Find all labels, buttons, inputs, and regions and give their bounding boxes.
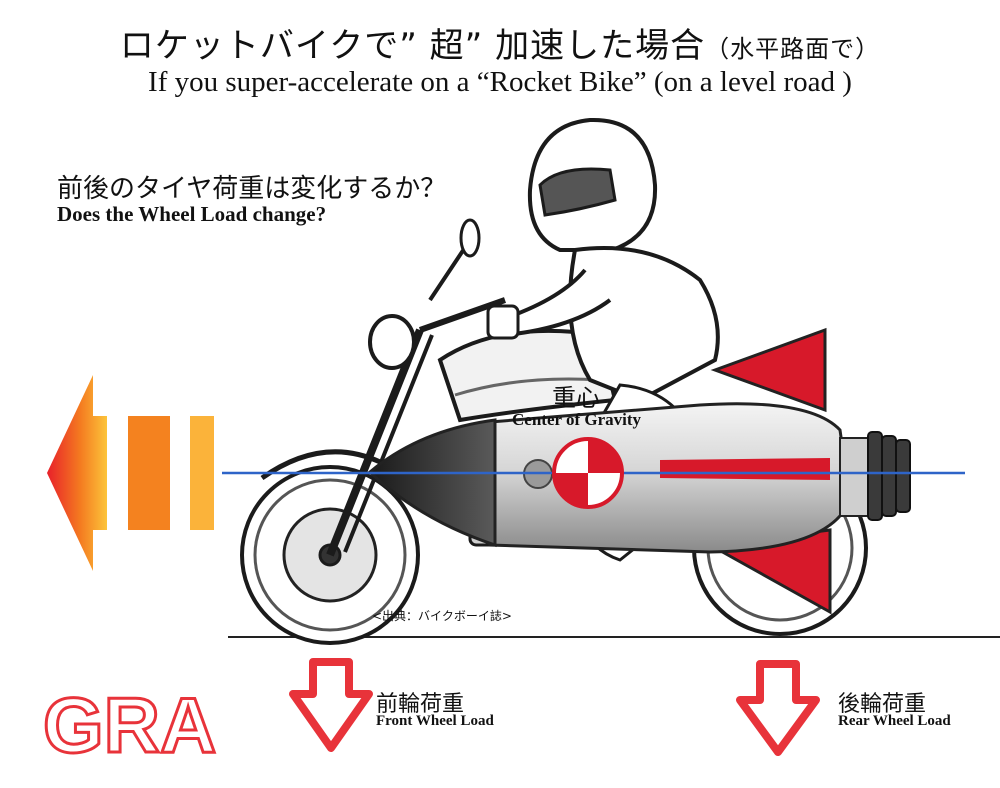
cog-label-english: Center of Gravity: [512, 410, 642, 429]
rocket-nose: [367, 418, 497, 548]
rocket-top-fin: [710, 327, 827, 413]
rear-load-label-english: Rear Wheel Load: [838, 713, 951, 729]
source-credit: <出典：バイクボーイ誌>: [372, 609, 512, 623]
rear-load-arrow: [736, 660, 820, 756]
cog-label-japanese: 重心: [552, 384, 600, 412]
acceleration-arrow-head: [47, 375, 107, 571]
speed-bar-1: [128, 416, 170, 530]
title-english: If you super-accelerate on a “Rocket Bik…: [148, 66, 852, 98]
gra-logo: GRA: [42, 680, 218, 771]
gra-logo-text: GRA: [43, 681, 216, 769]
rocket-stripe: [660, 458, 830, 480]
title-japanese-sub: （水平路面で）: [705, 35, 881, 63]
question-japanese: 前後のタイヤ荷重は変化するか？: [57, 174, 447, 204]
speed-bar-2: [190, 416, 214, 530]
cog-marker: [552, 437, 624, 509]
title-japanese-main: ロケットバイクで” 超” 加速した場合: [119, 26, 706, 66]
front-load-label-japanese: 前輪荷重: [376, 692, 465, 717]
rocket-nozzle: [867, 431, 911, 521]
front-load-label-english: Front Wheel Load: [376, 713, 494, 729]
title-japanese: ロケットバイクで” 超” 加速した場合（水平路面で）: [0, 18, 1000, 67]
acceleration-arrow: [47, 375, 214, 571]
front-load-arrow: [289, 658, 373, 752]
question-english: Does the Wheel Load change?: [57, 202, 327, 226]
rear-load-label-japanese: 後輪荷重: [838, 692, 927, 717]
rocket-exhaust: [839, 437, 871, 517]
